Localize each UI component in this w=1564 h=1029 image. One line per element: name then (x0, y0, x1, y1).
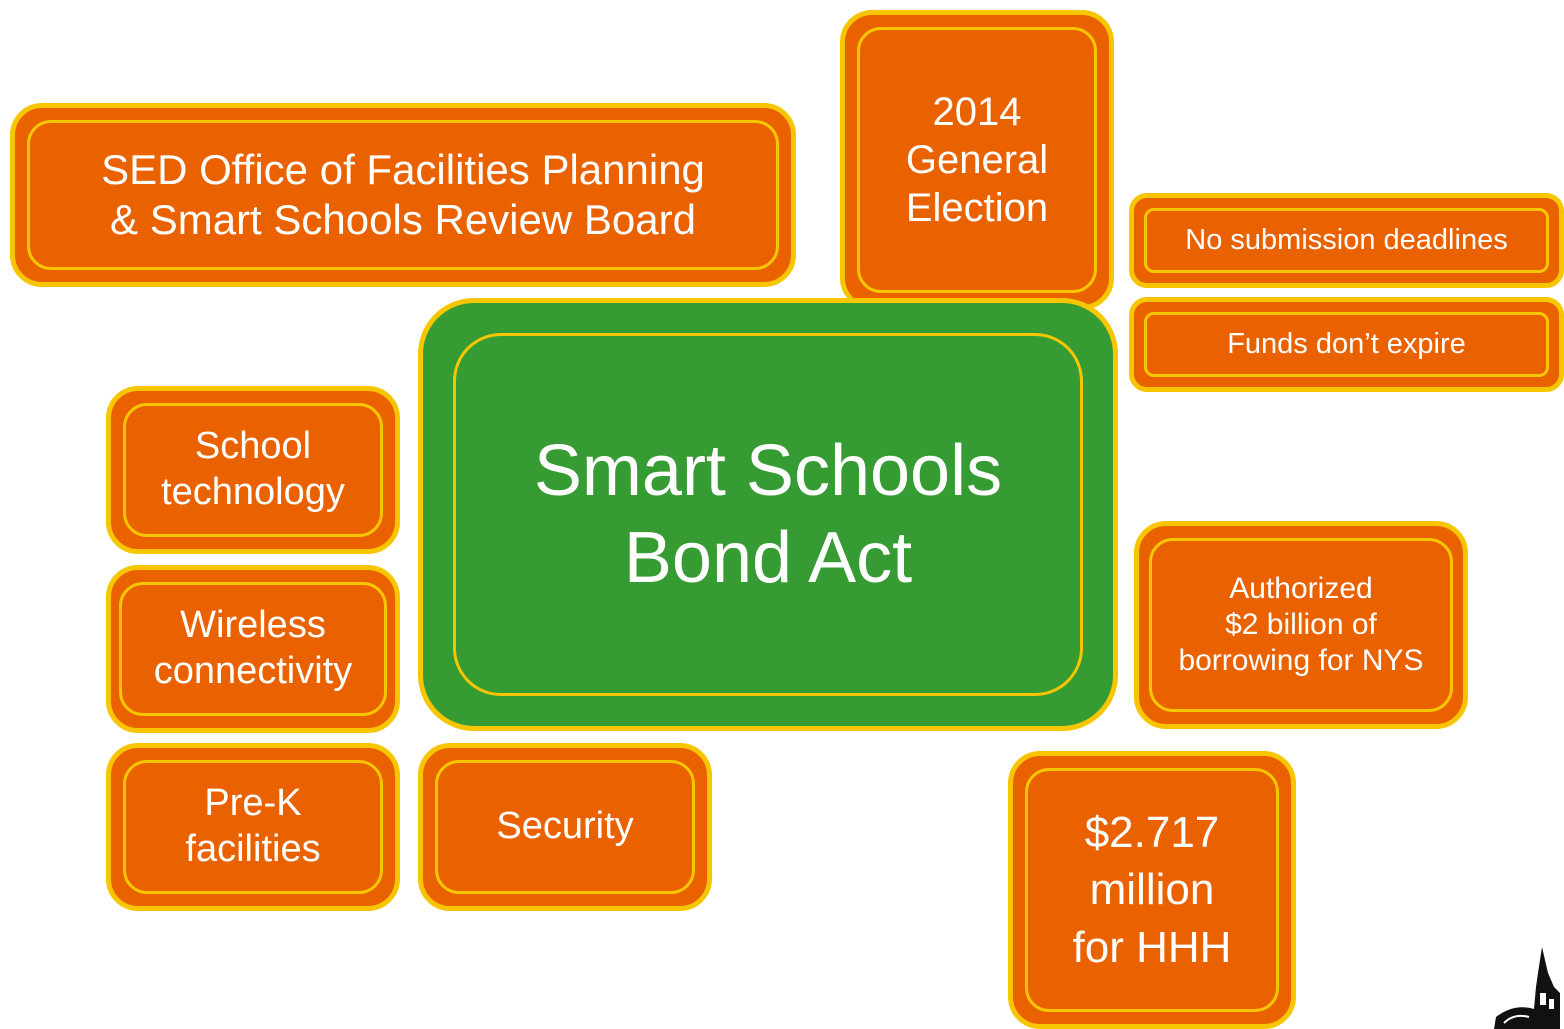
election-box: 2014 General Election (840, 10, 1114, 310)
bond-act-center-box: Smart Schools Bond Act (418, 298, 1118, 731)
security-box: Security (418, 743, 712, 911)
wireless-label: Wireless connectivity (119, 582, 387, 716)
election-label: 2014 General Election (857, 27, 1097, 293)
security-label: Security (435, 760, 695, 894)
authorized-box: Authorized $2 billion of borrowing for N… (1134, 521, 1468, 729)
funds-label: Funds don’t expire (1144, 312, 1549, 377)
hhh-label: $2.717 million for HHH (1025, 768, 1279, 1012)
no-deadlines-box: No submission deadlines (1129, 193, 1564, 288)
building-sketch-icon (1494, 947, 1560, 1029)
bond-act-title: Smart Schools Bond Act (453, 333, 1083, 696)
prek-box: Pre-K facilities (106, 743, 400, 911)
school-technology-label: School technology (123, 403, 383, 537)
sed-office-label: SED Office of Facilities Planning & Smar… (27, 120, 779, 270)
sed-office-box: SED Office of Facilities Planning & Smar… (10, 103, 796, 287)
hhh-box: $2.717 million for HHH (1008, 751, 1296, 1029)
funds-box: Funds don’t expire (1129, 297, 1564, 392)
prek-label: Pre-K facilities (123, 760, 383, 894)
no-deadlines-label: No submission deadlines (1144, 208, 1549, 273)
wireless-box: Wireless connectivity (106, 565, 400, 733)
school-technology-box: School technology (106, 386, 400, 554)
authorized-label: Authorized $2 billion of borrowing for N… (1149, 538, 1453, 712)
